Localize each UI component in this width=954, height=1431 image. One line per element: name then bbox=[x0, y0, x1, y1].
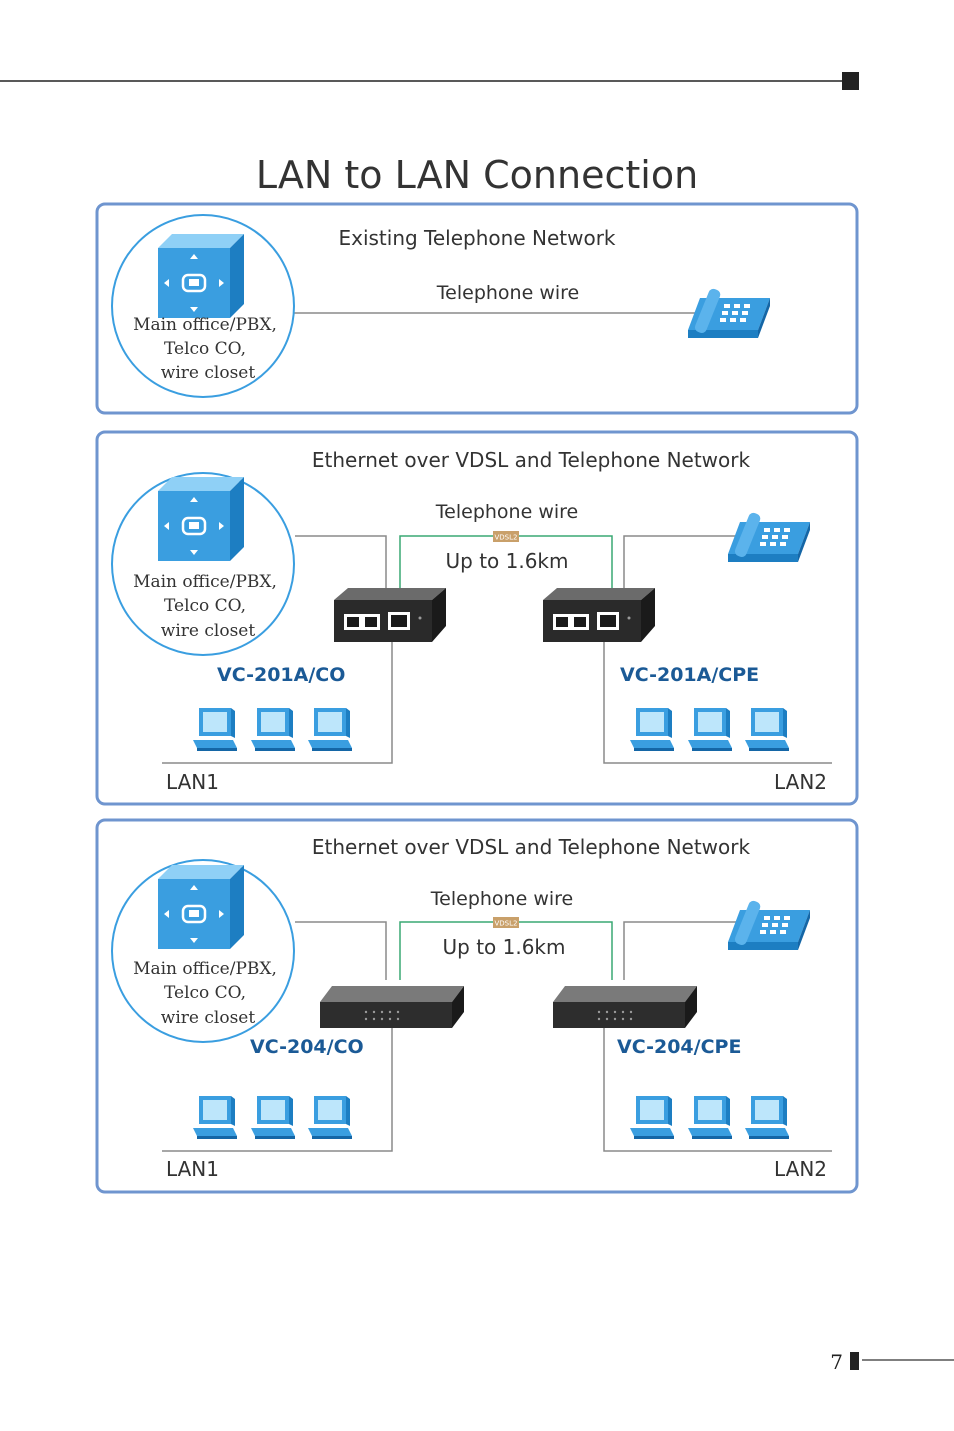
computer-icon bbox=[251, 1096, 295, 1139]
office-label-line-2: Telco CO, bbox=[164, 339, 246, 359]
phone-wire bbox=[623, 535, 745, 596]
panel-title: Ethernet over VDSL and Telephone Network bbox=[312, 448, 751, 472]
vdsl-tag bbox=[493, 531, 519, 542]
lan2-label: LAN2 bbox=[774, 1157, 827, 1181]
office-label-line-2: Telco CO, bbox=[164, 983, 246, 1003]
panel-title: Existing Telephone Network bbox=[338, 226, 615, 250]
telephone-wire-label: Telephone wire bbox=[436, 282, 579, 304]
lan1-wire bbox=[162, 1026, 393, 1152]
pbx-cube-icon bbox=[156, 232, 246, 320]
office-label-line-3: wire closet bbox=[161, 363, 256, 383]
cpe-model-label: VC-204/CPE bbox=[617, 1036, 741, 1058]
computer-icon bbox=[688, 1096, 732, 1139]
pbx-cube-icon bbox=[156, 863, 246, 951]
computer-icon bbox=[251, 708, 295, 751]
page-title: LAN to LAN Connection bbox=[256, 153, 698, 197]
vdsl-tag-label: VDSL2 bbox=[495, 920, 518, 928]
lan1-label: LAN1 bbox=[166, 770, 219, 794]
panel-vdsl-201a: Ethernet over VDSL and Telephone Network… bbox=[95, 430, 859, 806]
office-label-line-1: Main office/PBX, bbox=[133, 959, 277, 979]
office-label-line-1: Main office/PBX, bbox=[133, 315, 277, 335]
computer-icon bbox=[308, 708, 352, 751]
computer-icon bbox=[193, 708, 237, 751]
lan2-wire bbox=[603, 1026, 832, 1152]
office-label-line-1: Main office/PBX, bbox=[133, 572, 277, 592]
footer-marker bbox=[850, 1352, 859, 1370]
converter-co-icon bbox=[334, 588, 446, 642]
pbx-wire bbox=[295, 921, 387, 980]
lan1-label: LAN1 bbox=[166, 1157, 219, 1181]
computer-icon bbox=[688, 708, 732, 751]
lan2-wire bbox=[603, 640, 832, 764]
vdsl-tag bbox=[493, 917, 519, 928]
telephone-wire-label: Telephone wire bbox=[435, 501, 578, 523]
pbx-cube-icon bbox=[156, 475, 246, 563]
panel-frame bbox=[95, 202, 859, 415]
computer-icon bbox=[630, 1096, 674, 1139]
panel-existing-telephone-network: Existing Telephone Network Telephone wir… bbox=[95, 202, 859, 415]
panel-vdsl-204: Ethernet over VDSL and Telephone Network… bbox=[95, 818, 859, 1194]
switch-co-icon bbox=[320, 986, 464, 1028]
office-label-line-3: wire closet bbox=[161, 1008, 256, 1028]
office-circle bbox=[111, 472, 295, 656]
distance-label: Up to 1.6km bbox=[446, 549, 569, 573]
office-label-line-2: Telco CO, bbox=[164, 596, 246, 616]
distance-label: Up to 1.6km bbox=[443, 935, 566, 959]
lan2-label: LAN2 bbox=[774, 770, 827, 794]
computer-icon bbox=[745, 1096, 789, 1139]
telephone-wire-label: Telephone wire bbox=[430, 888, 573, 910]
co-model-label: VC-204/CO bbox=[250, 1036, 364, 1058]
lan1-wire bbox=[162, 640, 393, 764]
converter-cpe-icon bbox=[543, 588, 655, 642]
co-model-label: VC-201A/CO bbox=[217, 664, 345, 686]
pbx-wire bbox=[295, 535, 387, 596]
phone-wire bbox=[623, 921, 745, 980]
header-marker bbox=[842, 72, 859, 90]
cpe-model-label: VC-201A/CPE bbox=[620, 664, 759, 686]
computer-icon bbox=[308, 1096, 352, 1139]
office-circle bbox=[111, 859, 295, 1043]
page-number: 7 bbox=[830, 1350, 843, 1374]
switch-cpe-icon bbox=[553, 986, 697, 1028]
computer-icon bbox=[630, 708, 674, 751]
computer-icon bbox=[745, 708, 789, 751]
panel-title: Ethernet over VDSL and Telephone Network bbox=[312, 835, 751, 859]
vdsl-tag-label: VDSL2 bbox=[495, 534, 518, 542]
office-label-line-3: wire closet bbox=[161, 621, 256, 641]
computer-icon bbox=[193, 1096, 237, 1139]
